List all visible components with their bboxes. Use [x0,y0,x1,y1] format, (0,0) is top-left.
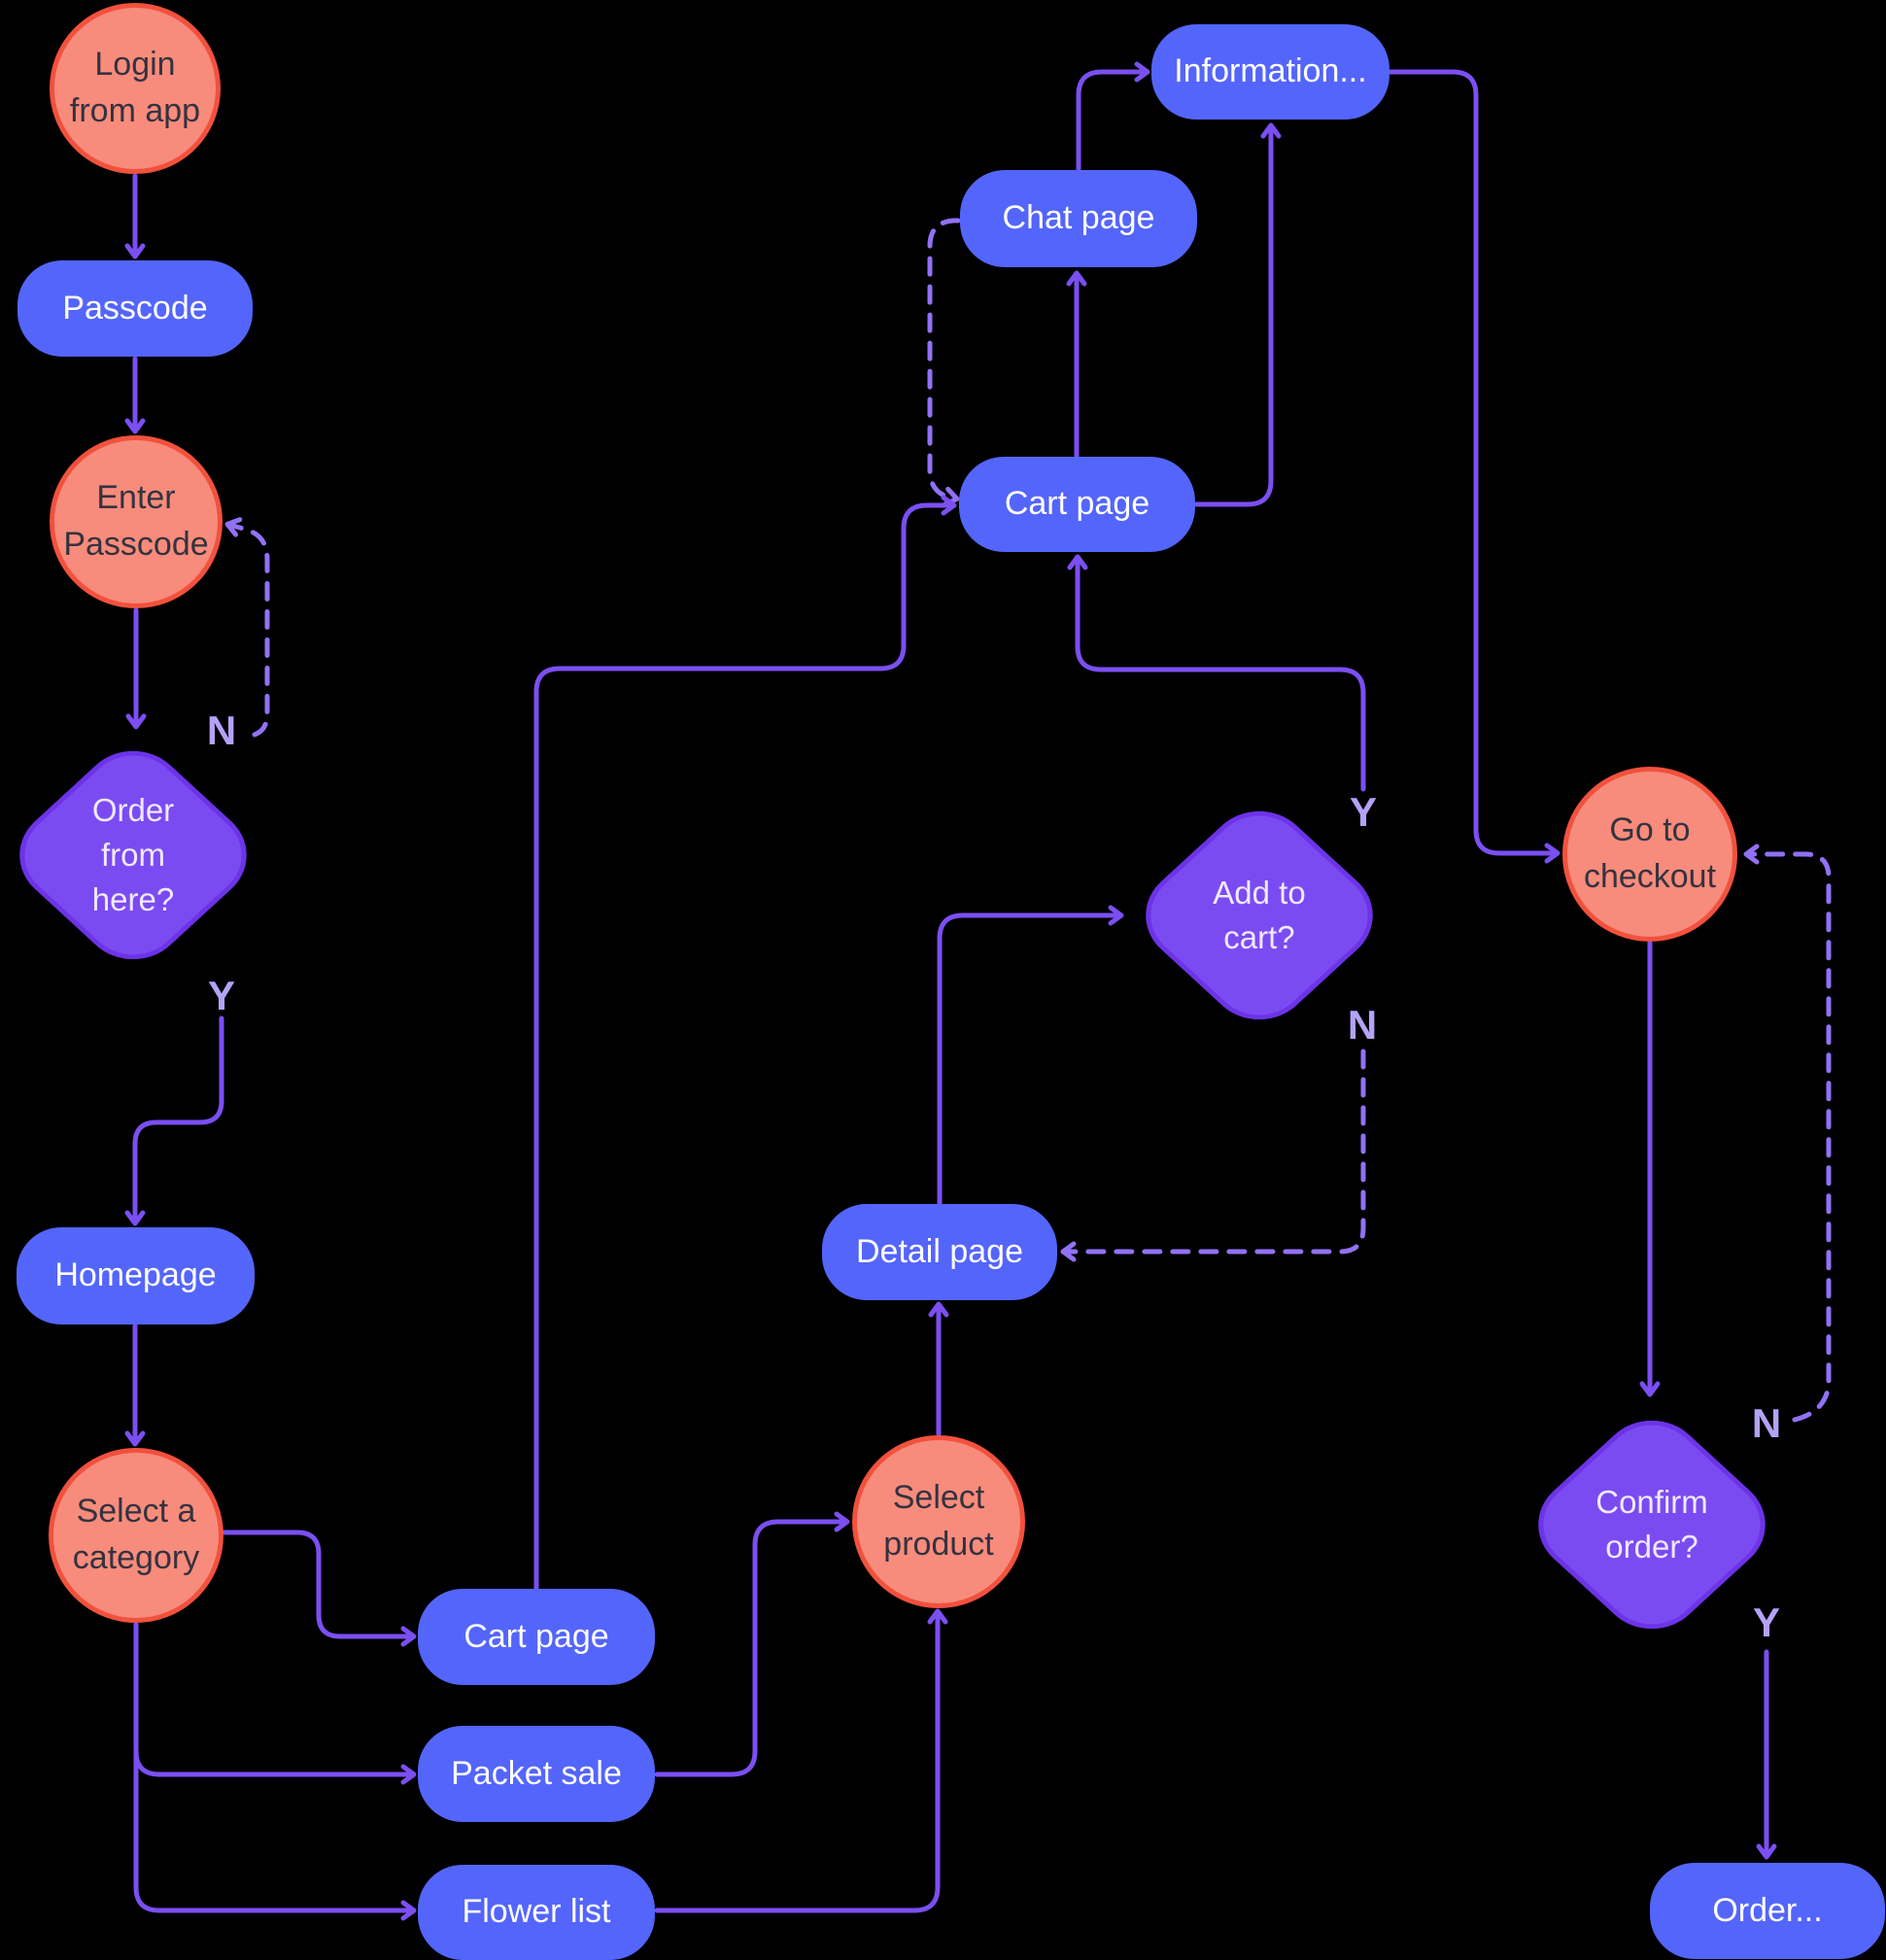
branch-label-confirm-order-no: N [1751,1400,1782,1446]
node-information-label: Information... [1174,52,1367,90]
node-confirm-order-label: Confirm order? [1595,1483,1708,1565]
edge-cart-page-left-to-cart-page [533,495,957,1591]
node-cart-page-label: Cart page [1004,485,1150,523]
node-packet-sale-label: Packet sale [451,1754,622,1792]
edge-detail-page-to-add-to-cart [937,905,1124,1206]
node-login-from-app-label: Login from app [69,46,201,129]
node-homepage-label: Homepage [54,1256,217,1294]
node-login-from-app[interactable]: Login from app [50,3,221,174]
edge-select-category-to-cart-page-left [221,1530,417,1647]
node-select-a-category-label: Select a category [72,1493,200,1576]
node-select-product[interactable]: Select product [852,1435,1025,1608]
edge-packet-sale-to-select-product [654,1511,850,1777]
edge-add-to-cart-yes-to-cart-page [1067,554,1366,792]
edge-information-to-go-to-checkout [1388,69,1560,864]
node-chat-page[interactable]: Chat page [960,170,1197,267]
node-chat-page-label: Chat page [1002,199,1155,237]
edge-add-to-cart-no-to-detail-page [1060,1049,1366,1262]
node-passcode-label: Passcode [62,289,208,327]
node-order-from-here-label: Order from here? [91,791,175,918]
edge-order-from-here-yes-to-homepage [124,1015,224,1226]
node-order-from-here[interactable]: Order from here? [0,731,269,980]
edge-chat-page-to-information [1076,61,1150,172]
node-flower-list[interactable]: Flower list [418,1865,655,1960]
node-homepage[interactable]: Homepage [17,1227,255,1324]
node-add-to-cart[interactable]: Add to cart? [1123,790,1395,1041]
edge-cart-page-to-information [1193,122,1282,507]
node-cart-page-left-label: Cart page [463,1617,609,1655]
node-enter-passcode-label: Enter Passcode [63,479,209,563]
node-add-to-cart-label: Add to cart? [1213,874,1306,955]
node-order-label: Order... [1712,1891,1823,1929]
node-flower-list-label: Flower list [462,1893,611,1931]
node-confirm-order[interactable]: Confirm order? [1516,1399,1788,1650]
node-passcode[interactable]: Passcode [17,260,253,357]
branch-label-confirm-order-yes: Y [1752,1599,1780,1645]
node-cart-page-left[interactable]: Cart page [418,1589,655,1685]
branch-label-add-to-cart-no: N [1347,1002,1378,1048]
edge-chat-page-loop-to-cart-page [927,218,961,507]
node-information[interactable]: Information... [1151,24,1389,120]
edge-select-category-to-packet-sale [133,1748,417,1785]
branch-label-order-from-here-yes: Y [207,973,235,1018]
node-detail-page-label: Detail page [855,1232,1023,1270]
node-enter-passcode[interactable]: Enter Passcode [50,435,223,608]
node-packet-sale[interactable]: Packet sale [418,1726,655,1822]
node-select-a-category[interactable]: Select a category [49,1448,223,1623]
edge-select-category-to-flower-list [133,1621,417,1921]
branch-label-add-to-cart-yes: Y [1349,789,1377,835]
edge-order-from-here-no-loop [224,517,270,738]
node-go-to-checkout[interactable]: Go to checkout [1562,767,1737,942]
node-go-to-checkout-label: Go to checkout [1583,811,1717,895]
branch-label-order-from-here-no: N [206,707,237,753]
node-select-product-label: Select product [883,1479,994,1563]
edge-flower-list-to-select-product [654,1608,948,1913]
node-detail-page[interactable]: Detail page [822,1204,1057,1300]
node-cart-page[interactable]: Cart page [959,457,1195,552]
node-order[interactable]: Order... [1650,1863,1885,1959]
edge-confirm-order-no-to-go-to-checkout [1743,843,1832,1423]
